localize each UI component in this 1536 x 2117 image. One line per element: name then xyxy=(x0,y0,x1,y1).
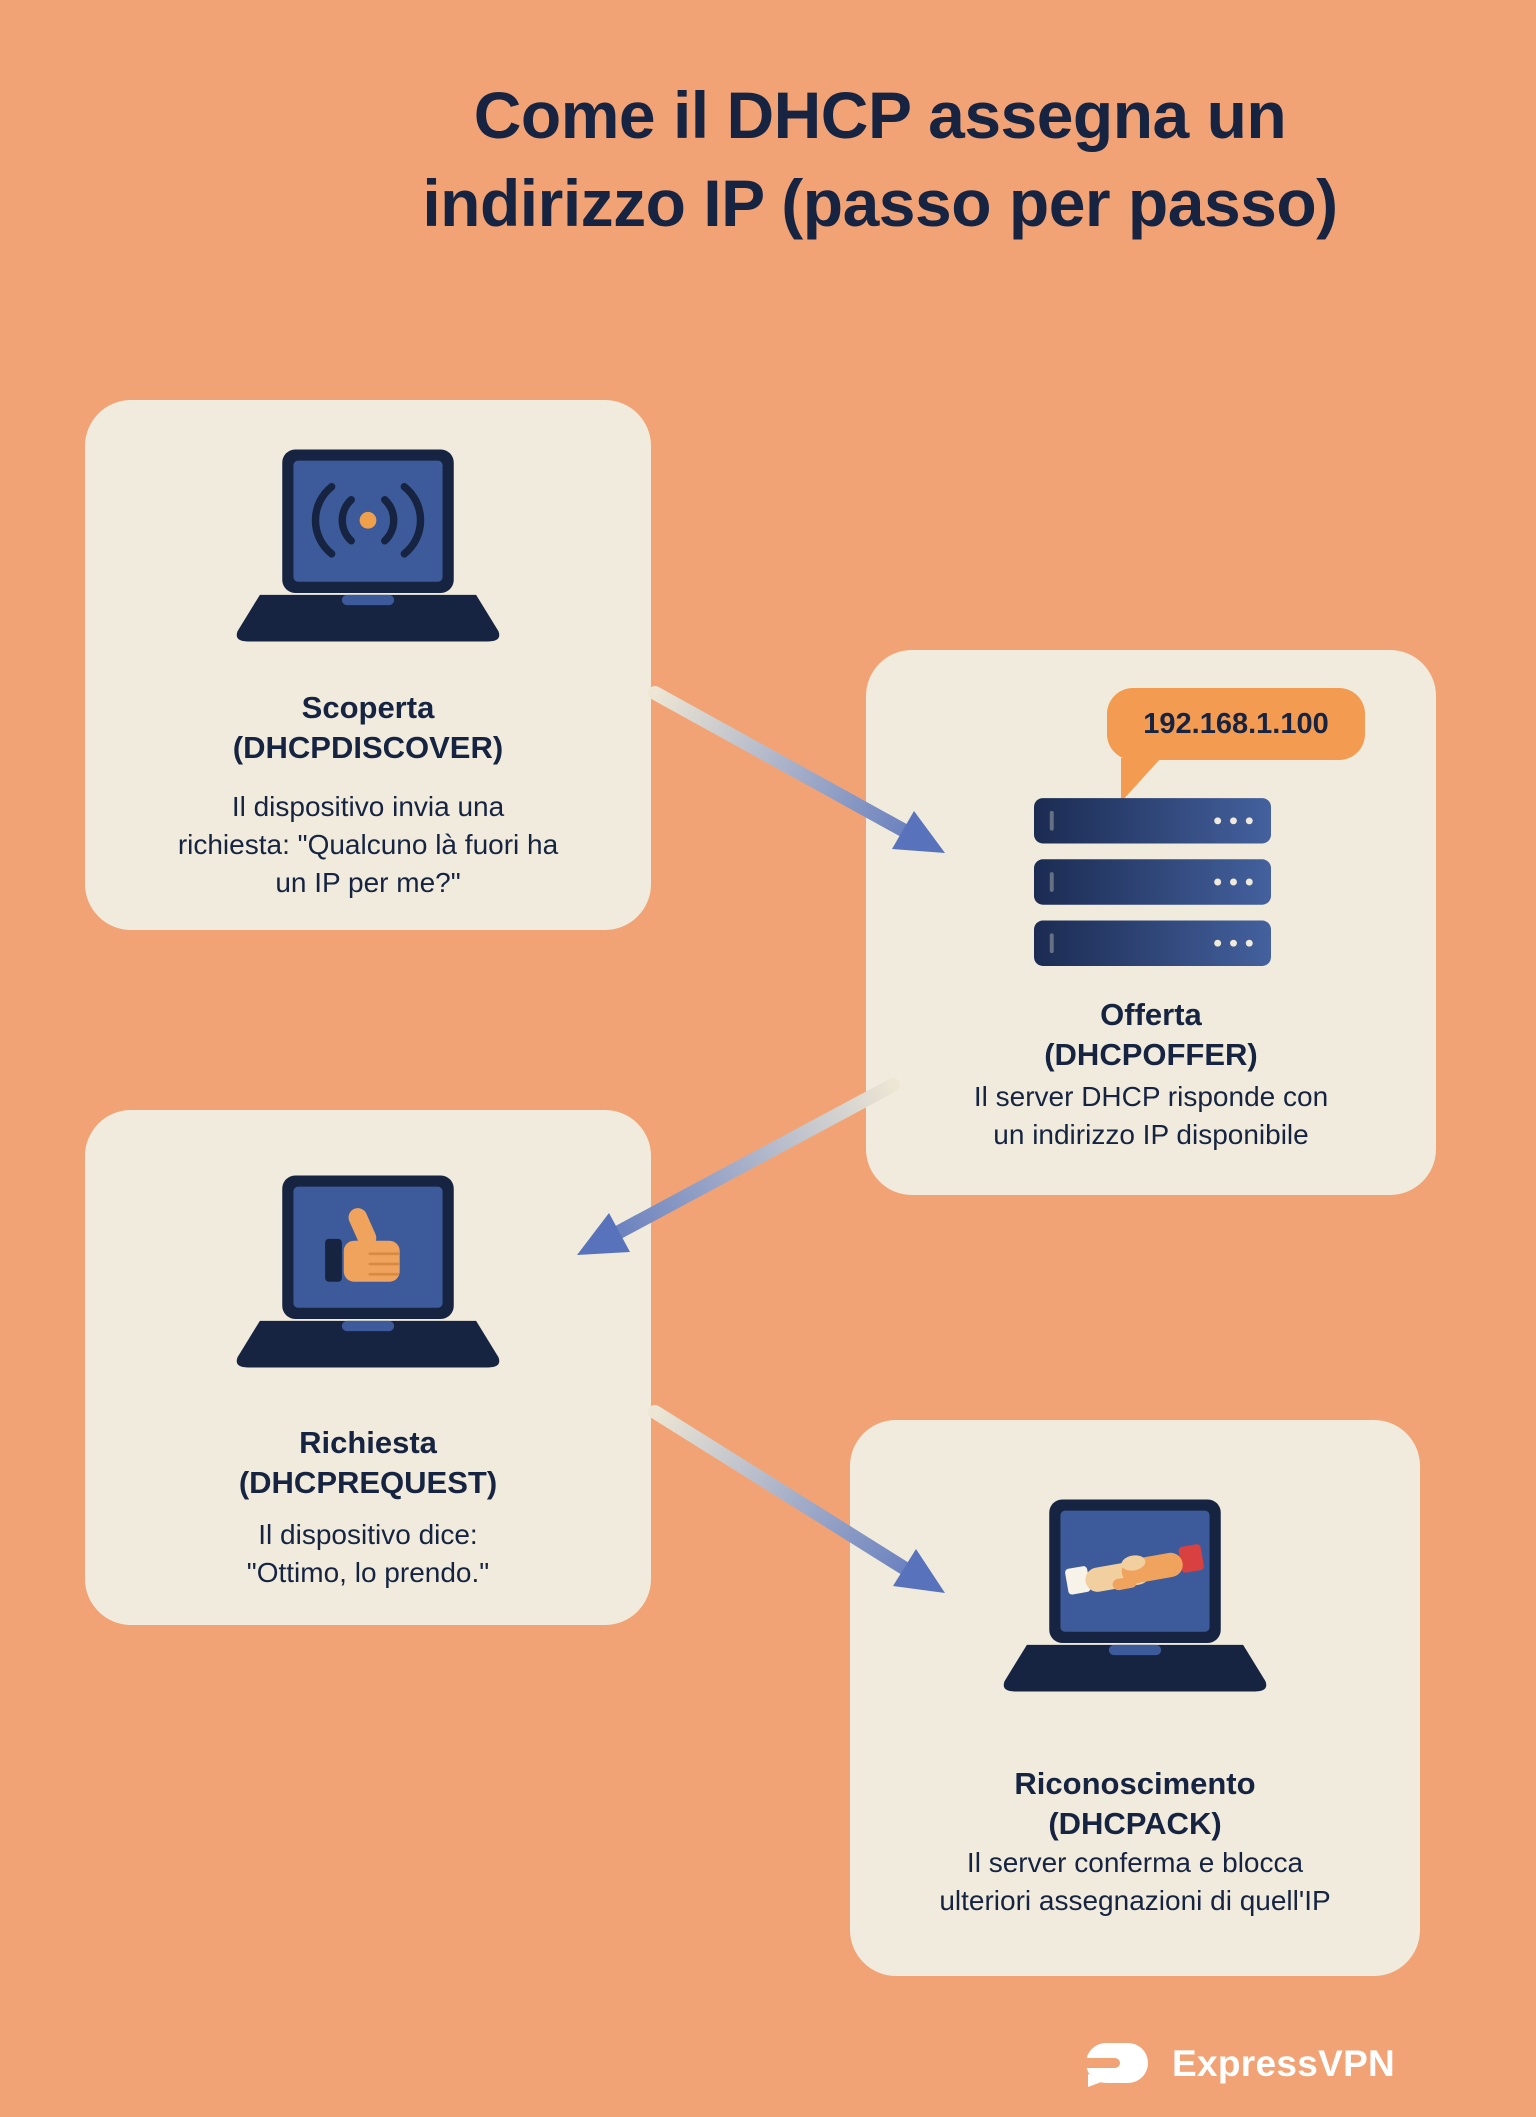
step-card-offer: 192.168.1.100 xyxy=(866,650,1436,1195)
laptop-thumbs-up-icon xyxy=(236,1175,500,1368)
step-card-ack: Riconoscimento (DHCPACK) Il server confe… xyxy=(850,1420,1420,1976)
step-heading: Richiesta xyxy=(299,1425,437,1460)
step-icon xyxy=(850,1492,1420,1725)
step-heading-block: Offerta (DHCPOFFER) xyxy=(866,995,1436,1076)
step-heading: Riconoscimento xyxy=(1014,1766,1256,1801)
laptop-handshake-icon xyxy=(1003,1499,1267,1692)
step-icon xyxy=(85,442,651,675)
step-heading-block: Richiesta (DHCPREQUEST) xyxy=(85,1423,651,1504)
step-protocol: (DHCPOFFER) xyxy=(1044,1037,1258,1073)
bubble-tail xyxy=(1121,758,1161,802)
server-icon xyxy=(1034,798,1271,966)
ip-offer-bubble: 192.168.1.100 xyxy=(1107,688,1365,802)
laptop-wifi-icon xyxy=(236,449,500,642)
expressvpn-logo-icon xyxy=(1078,2043,1148,2087)
page-title: Come il DHCP assegna un indirizzo IP (pa… xyxy=(422,78,1338,240)
step-body: Il dispositivo dice: "Ottimo, lo prendo.… xyxy=(246,1519,490,1589)
step-body: Il server DHCP risponde con un indirizzo… xyxy=(973,1081,1329,1151)
step-heading-block: Riconoscimento (DHCPACK) xyxy=(850,1764,1420,1845)
brand-footer: ExpressVPN xyxy=(1078,2038,1395,2090)
step-icon xyxy=(85,1168,651,1401)
step-heading: Scoperta xyxy=(301,690,435,725)
step-heading-block: Scoperta (DHCPDISCOVER) xyxy=(85,688,651,769)
step-body: Il server conferma e blocca ulteriori as… xyxy=(939,1847,1331,1917)
step-heading: Offerta xyxy=(1100,997,1202,1032)
step-icon xyxy=(1034,798,1271,971)
step-body: Il dispositivo invia una richiesta: "Qua… xyxy=(177,791,559,899)
step-protocol: (DHCPREQUEST) xyxy=(238,1465,498,1501)
step-protocol: (DHCPDISCOVER) xyxy=(232,730,504,766)
brand-name: ExpressVPN xyxy=(1172,2043,1396,2084)
step-protocol: (DHCPACK) xyxy=(1048,1806,1222,1842)
step-card-discover: Scoperta (DHCPDISCOVER) Il dispositivo i… xyxy=(85,400,651,930)
step-card-request: Richiesta (DHCPREQUEST) Il dispositivo d… xyxy=(85,1110,651,1625)
ip-address: 192.168.1.100 xyxy=(1143,707,1329,740)
